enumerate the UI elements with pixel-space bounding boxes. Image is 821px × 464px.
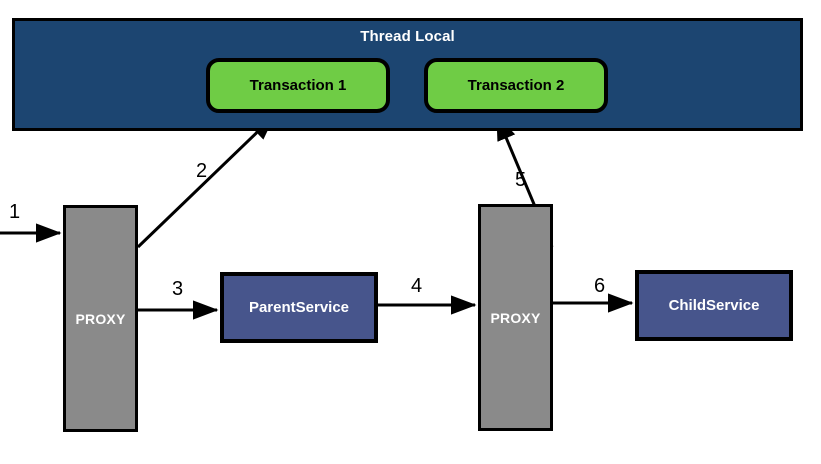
proxy-1-box[interactable]: PROXY <box>63 205 138 432</box>
edge-1-label: 1 <box>9 201 21 223</box>
edge-4-label: 4 <box>411 275 423 297</box>
thread-local-container: Thread Local <box>12 18 803 131</box>
edge-5-label: 5 <box>515 169 527 191</box>
thread-local-title: Thread Local <box>360 28 455 45</box>
parent-service-box[interactable]: ParentService <box>220 272 378 343</box>
transaction-2-box[interactable]: Transaction 2 <box>424 58 608 113</box>
transaction-1-box[interactable]: Transaction 1 <box>206 58 390 113</box>
child-service-box[interactable]: ChildService <box>635 270 793 341</box>
proxy-2-box[interactable]: PROXY <box>478 204 553 431</box>
edge-2-label: 2 <box>196 160 208 182</box>
edge-3-label: 3 <box>172 278 184 300</box>
edge-6-label: 6 <box>594 275 606 297</box>
